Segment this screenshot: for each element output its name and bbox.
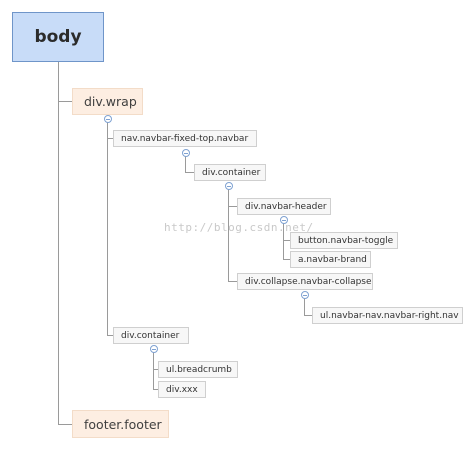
- node-breadcrumb[interactable]: ul.breadcrumb: [158, 361, 238, 378]
- node-div-xxx-label: div.xxx: [166, 384, 198, 395]
- node-navbar-brand-label: a.navbar-brand: [298, 254, 367, 265]
- node-navbar-header-label: div.navbar-header: [245, 201, 327, 212]
- node-nav-container[interactable]: div.container: [194, 164, 266, 181]
- node-div-xxx[interactable]: div.xxx: [158, 381, 206, 398]
- watermark-text: http://blog.csdn.net/: [164, 221, 314, 234]
- collapse-toggle-icon[interactable]: [301, 291, 309, 299]
- node-div-wrap-label: div.wrap: [84, 94, 137, 109]
- node-navbar-nav[interactable]: ul.navbar-nav.navbar-right.nav: [312, 307, 463, 324]
- node-breadcrumb-label: ul.breadcrumb: [166, 364, 232, 375]
- node-nav-container-label: div.container: [202, 167, 261, 178]
- collapse-toggle-icon[interactable]: [225, 182, 233, 190]
- node-body[interactable]: body: [12, 12, 104, 62]
- node-footer-label: footer.footer: [84, 416, 162, 432]
- node-navbar-collapse-label: div.collapse.navbar-collapse: [245, 276, 372, 287]
- collapse-toggle-icon[interactable]: [182, 149, 190, 157]
- collapse-toggle-icon[interactable]: [104, 115, 112, 123]
- node-main-container[interactable]: div.container: [113, 327, 189, 344]
- collapse-toggle-icon[interactable]: [150, 345, 158, 353]
- node-navbar-label: nav.navbar-fixed-top.navbar: [121, 133, 249, 144]
- node-navbar-header[interactable]: div.navbar-header: [237, 198, 331, 215]
- node-navbar-toggle-label: button.navbar-toggle: [298, 235, 394, 246]
- node-footer[interactable]: footer.footer: [72, 410, 169, 438]
- collapse-toggle-icon[interactable]: [280, 216, 288, 224]
- node-main-container-label: div.container: [121, 330, 180, 341]
- node-navbar-nav-label: ul.navbar-nav.navbar-right.nav: [320, 310, 459, 321]
- node-navbar-toggle[interactable]: button.navbar-toggle: [290, 232, 398, 249]
- node-navbar-brand[interactable]: a.navbar-brand: [290, 251, 371, 268]
- node-navbar[interactable]: nav.navbar-fixed-top.navbar: [113, 130, 257, 147]
- node-navbar-collapse[interactable]: div.collapse.navbar-collapse: [237, 273, 373, 290]
- node-body-label: body: [34, 27, 82, 47]
- node-div-wrap[interactable]: div.wrap: [72, 88, 143, 115]
